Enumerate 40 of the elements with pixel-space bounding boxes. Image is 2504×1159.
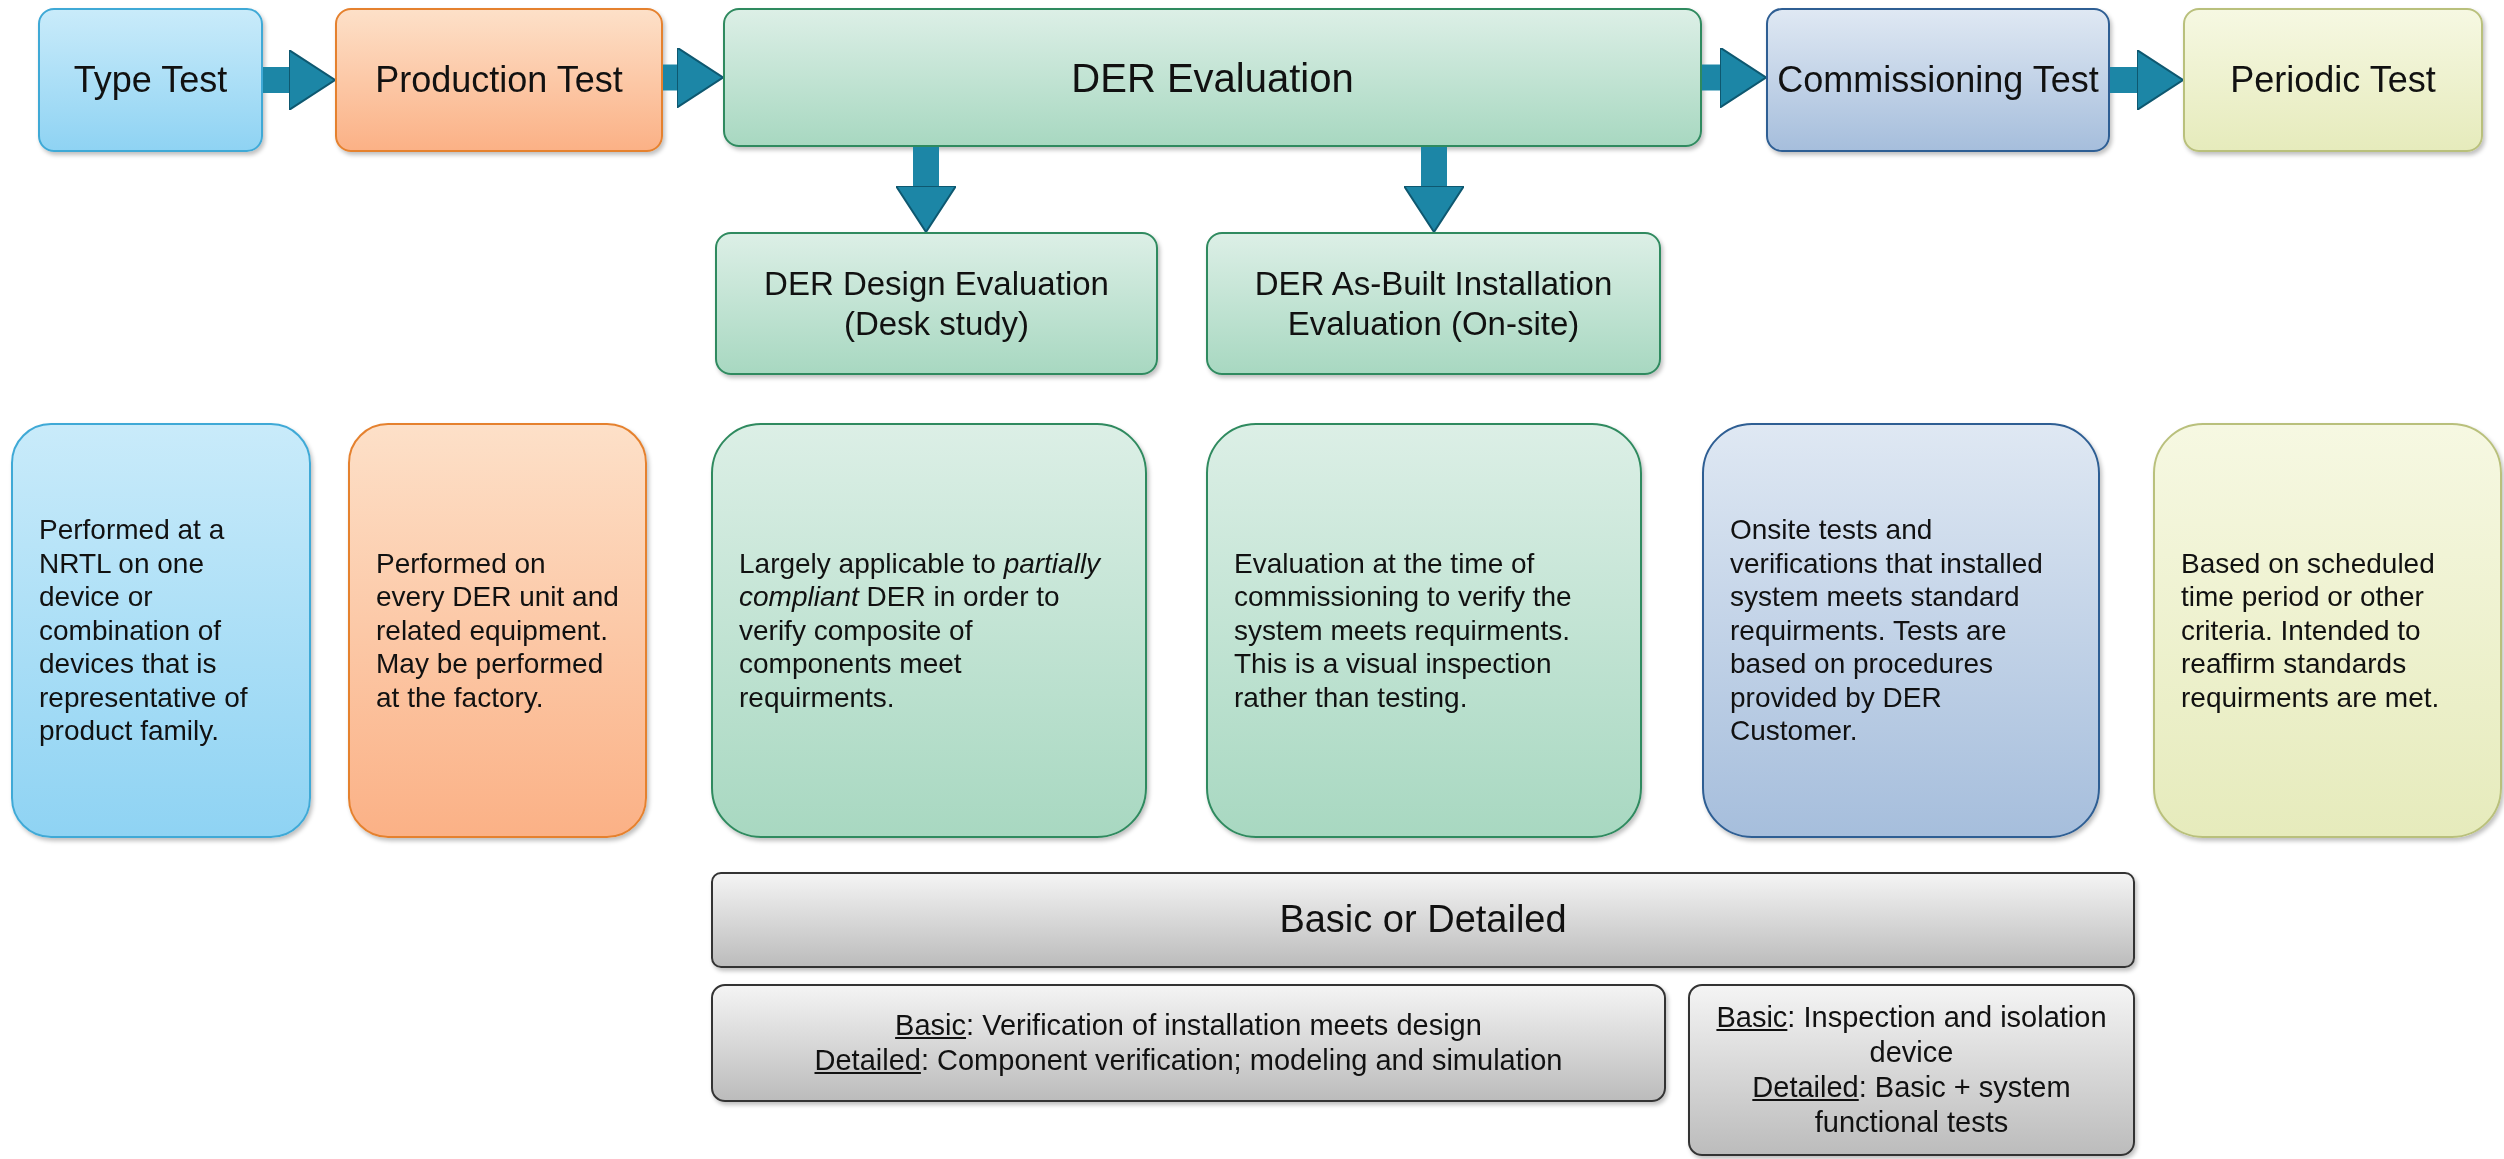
description-card [1702, 423, 2100, 838]
process-box [715, 232, 1158, 375]
process-box [1766, 8, 2110, 152]
description-card [348, 423, 647, 838]
process-box [38, 8, 263, 152]
box-label: Basic or Detailed [1279, 897, 1567, 943]
description-card [11, 423, 311, 838]
description-card [711, 423, 1147, 838]
description-card [2153, 423, 2502, 838]
description-text: Performed on every DER unit and related equipment. May be performed at the factory. [376, 546, 619, 715]
block-arrow [263, 49, 336, 111]
box-label: DER Design Evaluation (Desk study) [763, 263, 1110, 344]
process-box [2183, 8, 2483, 152]
description-text: Performed at a NRTL on one device or combination of devices that is representative of product family. [39, 512, 249, 749]
box-label: DER As-Built Installation Evaluation (On-site) [1253, 263, 1614, 344]
process-box [723, 8, 1702, 147]
description-text: Evaluation at the time of commissioning to verify the system meets requirments. This is a visual inspection rather than testing. [1234, 546, 1573, 715]
option-text: Detailed: Basic + system functional tests [1751, 1070, 2072, 1140]
block-arrow [1702, 46, 1767, 109]
option-text: Basic: Inspection and isolation device [1715, 1000, 2108, 1070]
block-arrow [895, 147, 957, 233]
option-box [711, 984, 1666, 1102]
description-text: Largely applicable to partially compliant DER in order to verify composite of components meet requirments. [739, 546, 1102, 715]
box-label: Periodic Test [2230, 58, 2436, 102]
option-text: Basic: Verification of installation meets design [895, 1008, 1482, 1043]
description-text: Onsite tests and verifications that installed system meets standard requirments. Tests are based on procedures provided by DER Customer. [1730, 512, 2044, 749]
block-arrow [663, 46, 724, 109]
box-label: Type Test [73, 58, 228, 102]
description-card [1206, 423, 1642, 838]
box-label: DER Evaluation [1071, 54, 1354, 102]
block-arrow [1403, 147, 1465, 233]
option-box [1688, 984, 2135, 1156]
block-arrow [2110, 49, 2184, 111]
option-text: Detailed: Component verification; modeling and simulation [814, 1043, 1563, 1078]
process-box [335, 8, 663, 152]
category-bar [711, 872, 2135, 968]
description-text: Based on scheduled time period or other criteria. Intended to reaffirm standards requirments are met. [2181, 546, 2441, 715]
box-label: Commissioning Test [1777, 58, 2099, 102]
box-label: Production Test [375, 58, 623, 102]
process-box [1206, 232, 1661, 375]
